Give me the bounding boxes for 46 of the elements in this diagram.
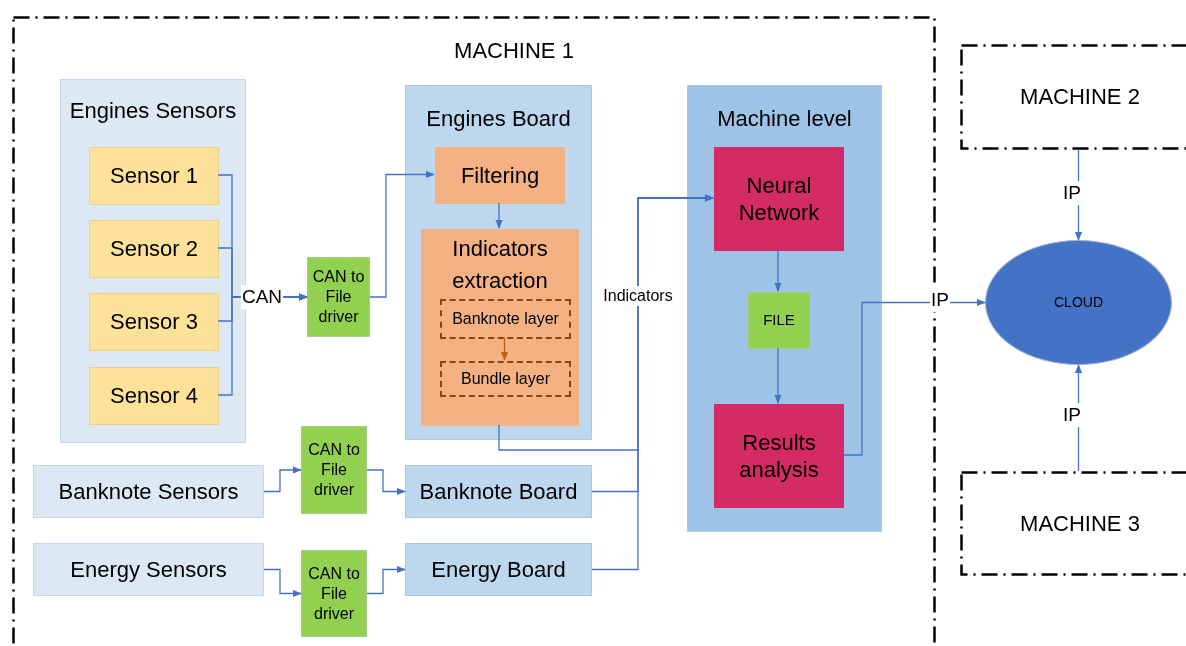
process-box: Filtering bbox=[435, 147, 565, 204]
connector-arrow bbox=[774, 347, 782, 404]
process-box: Neural Network bbox=[714, 147, 844, 251]
group-title: MACHINE 1 bbox=[454, 37, 574, 65]
edge-label: IP bbox=[1062, 181, 1082, 205]
file-box: FILE bbox=[748, 292, 810, 349]
group-title: Engines Board bbox=[426, 105, 571, 133]
connector-arrow bbox=[369, 170, 435, 298]
machine-level-box bbox=[687, 85, 882, 532]
driver-box: CAN to File driver bbox=[307, 257, 370, 337]
sensor-box: Sensor 4 bbox=[89, 367, 219, 425]
edge-label: IP bbox=[1062, 403, 1082, 427]
driver-box: CAN to File driver bbox=[301, 550, 367, 637]
connector-arrow bbox=[263, 568, 302, 598]
connector-arrow bbox=[591, 194, 714, 571]
connector-arrow bbox=[500, 337, 509, 361]
board-box bbox=[405, 85, 592, 440]
board-box: Banknote Board bbox=[405, 465, 592, 518]
connector-arrow bbox=[1074, 149, 1083, 241]
process-box: Results analysis bbox=[714, 404, 844, 508]
connector-arrow bbox=[1074, 364, 1083, 472]
machine-frame: MACHINE 3 bbox=[960, 471, 1186, 576]
sensor-group-box: Banknote Sensors bbox=[33, 465, 264, 518]
driver-box: CAN to File driver bbox=[301, 426, 367, 514]
sensor-box: Sensor 2 bbox=[89, 220, 219, 278]
connector-arrow bbox=[366, 469, 406, 496]
edge-label: IP bbox=[930, 288, 950, 312]
machine-frame: MACHINE 2 bbox=[960, 44, 1186, 150]
connector-arrow bbox=[263, 466, 302, 493]
cloud-ellipse: CLOUD bbox=[985, 240, 1172, 365]
connector-arrow bbox=[774, 249, 782, 292]
layer-box: Bundle layer bbox=[440, 361, 571, 397]
sensor-box: Sensor 3 bbox=[89, 293, 219, 351]
group-title: Engines Sensors bbox=[69, 97, 237, 125]
sensor-group-box: Energy Sensors bbox=[33, 543, 264, 596]
connector-arrow bbox=[366, 565, 406, 595]
process-box bbox=[421, 229, 579, 426]
edge-label: Indicators bbox=[602, 286, 674, 306]
sensor-box: Sensor 1 bbox=[89, 147, 219, 205]
edge-label: CAN bbox=[240, 285, 284, 309]
group-title: Machine level bbox=[717, 105, 852, 133]
board-box: Energy Board bbox=[405, 543, 592, 596]
layer-box: Banknote layer bbox=[440, 299, 571, 339]
group-title: Indicators extraction bbox=[451, 235, 549, 295]
connector-arrow bbox=[495, 202, 503, 229]
connector-arrow bbox=[842, 298, 986, 456]
